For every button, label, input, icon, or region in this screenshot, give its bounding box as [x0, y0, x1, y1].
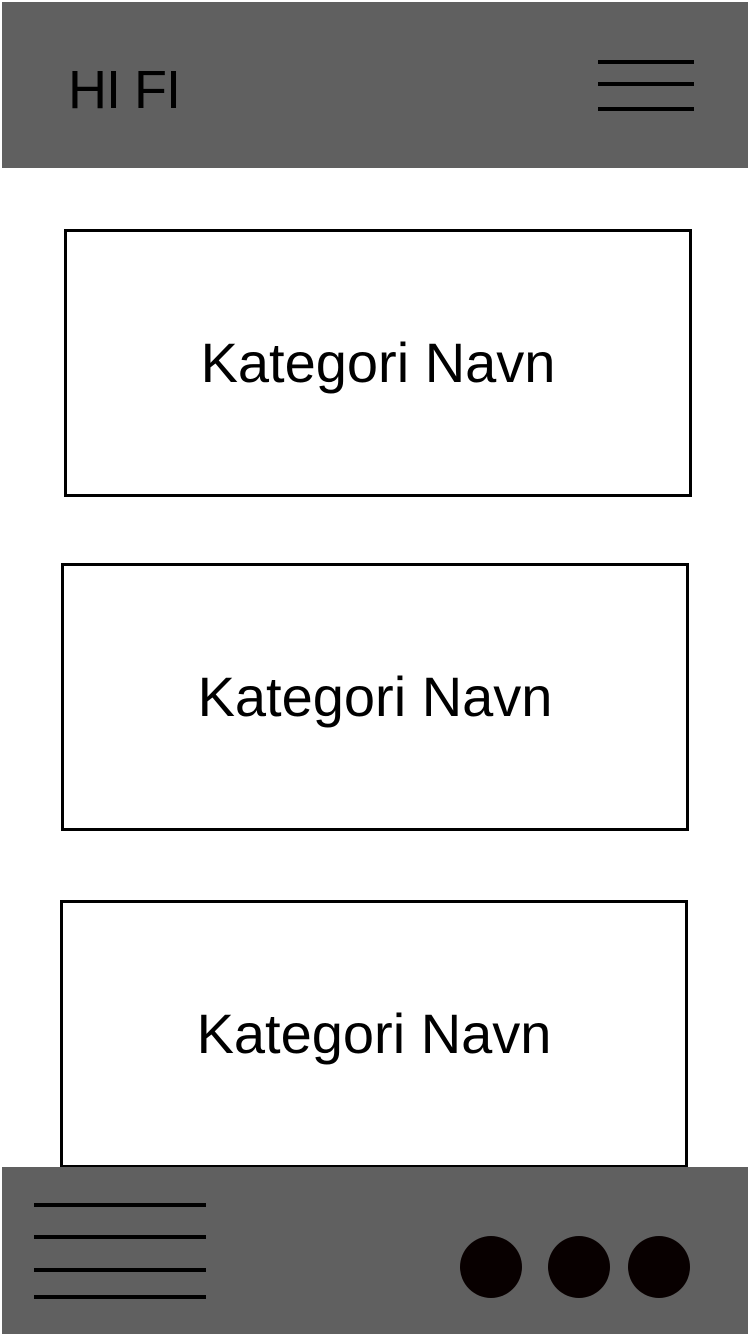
category-label: Kategori Navn: [200, 331, 556, 394]
hamburger-menu-icon[interactable]: [598, 60, 694, 116]
text-line: [34, 1268, 206, 1272]
category-label: Kategori Navn: [197, 665, 553, 728]
header-bar: HI FI: [2, 2, 748, 168]
logo-text[interactable]: HI FI: [68, 60, 181, 120]
category-card[interactable]: Kategori Navn: [61, 563, 689, 831]
text-lines-icon: [34, 1203, 206, 1299]
hamburger-bar: [598, 60, 694, 64]
text-line: [34, 1235, 206, 1239]
hamburger-bar: [598, 82, 694, 86]
hamburger-bar: [598, 107, 694, 111]
dot-icon[interactable]: [460, 1236, 522, 1298]
category-label: Kategori Navn: [196, 1002, 552, 1065]
footer-bar: [2, 1167, 748, 1334]
dot-icon[interactable]: [548, 1236, 610, 1298]
category-card[interactable]: Kategori Navn: [60, 900, 688, 1168]
text-line: [34, 1203, 206, 1207]
category-card[interactable]: Kategori Navn: [64, 229, 692, 497]
text-line: [34, 1295, 206, 1299]
dot-icon[interactable]: [628, 1236, 690, 1298]
